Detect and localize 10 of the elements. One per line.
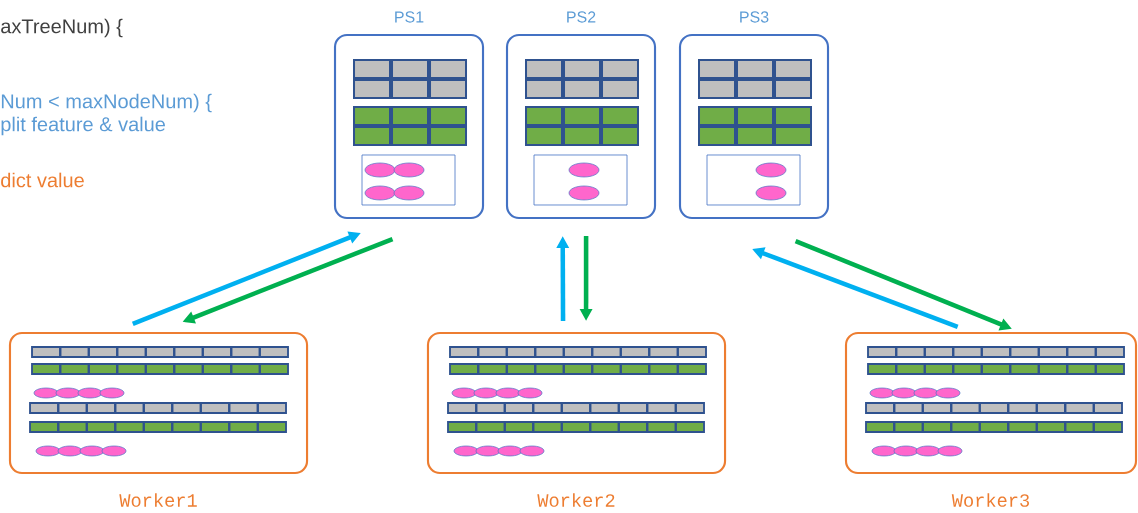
worker-title: Worker3	[951, 493, 1029, 507]
code-text: Num < maxNodeNum) {	[1, 93, 212, 113]
worker-title: Worker1	[119, 493, 197, 507]
server-title: PS3	[740, 11, 769, 23]
server-title: PS2	[567, 11, 596, 23]
code-text: dict value	[1, 172, 84, 188]
code-text: axTreeNum) {	[1, 18, 123, 38]
worker-title: Worker2	[537, 493, 615, 507]
code-text: plit feature & value	[1, 116, 165, 136]
server-title: PS1	[395, 11, 424, 23]
